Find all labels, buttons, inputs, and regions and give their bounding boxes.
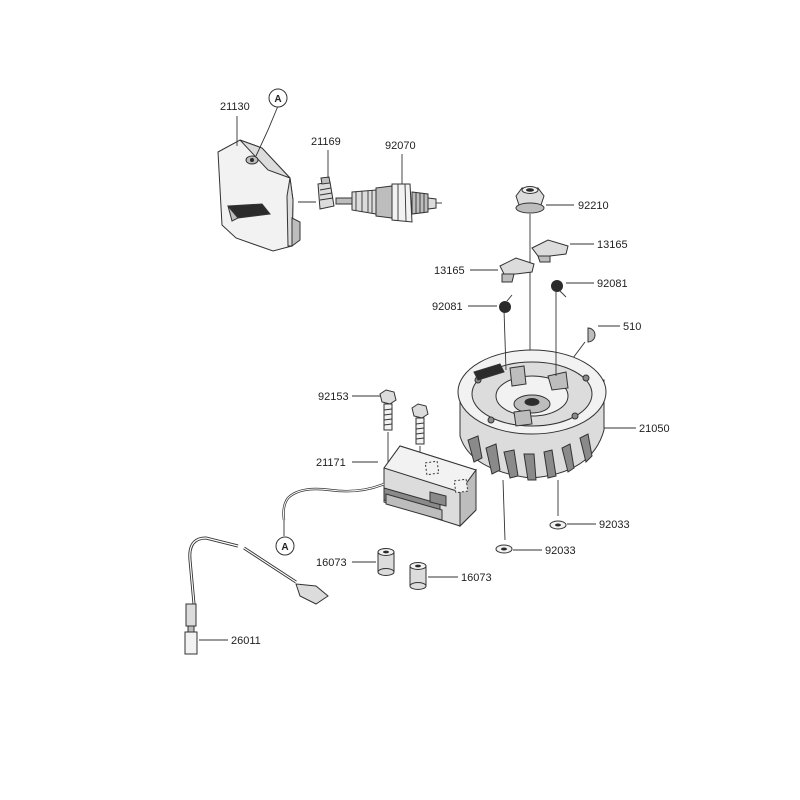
flywheel-21050[interactable] xyxy=(457,349,607,481)
part-label-21050: 21050 xyxy=(639,423,670,435)
spacer-16073-right[interactable] xyxy=(409,562,427,590)
pawl-spring-92081-left[interactable] xyxy=(499,294,513,313)
ignition-cover-21130[interactable] xyxy=(217,139,301,252)
pawl-13165-left[interactable] xyxy=(499,257,535,283)
part-label-21130: 21130 xyxy=(220,101,250,113)
callout-a-bottom: A xyxy=(275,536,295,556)
part-label-16073-right: 16073 xyxy=(461,572,492,584)
part-label-92033-left: 92033 xyxy=(545,545,576,557)
spacer-16073-left[interactable] xyxy=(377,548,395,576)
part-label-92153: 92153 xyxy=(318,391,349,403)
woodruff-key-510[interactable] xyxy=(587,327,596,343)
part-label-92070: 92070 xyxy=(385,140,416,152)
part-label-26011: 26011 xyxy=(231,635,261,647)
part-label-13165-right: 13165 xyxy=(597,239,628,251)
callout-a-top: A xyxy=(268,88,288,108)
spark-plug-cap-21169[interactable] xyxy=(317,176,335,210)
svg-text:A: A xyxy=(281,542,288,553)
part-label-92210: 92210 xyxy=(578,200,609,212)
part-label-21169: 21169 xyxy=(311,136,341,148)
stop-wire-26011[interactable] xyxy=(184,536,329,655)
high-tension-lead xyxy=(282,482,385,521)
part-label-92081-right: 92081 xyxy=(597,278,628,290)
part-label-510: 510 xyxy=(623,321,641,333)
circlip-92033-right[interactable] xyxy=(549,520,567,530)
ignition-coil-21171[interactable] xyxy=(383,445,477,528)
part-label-21171: 21171 xyxy=(316,457,346,469)
part-label-13165-left: 13165 xyxy=(434,265,465,277)
pawl-spring-92081-right[interactable] xyxy=(551,280,567,298)
spark-plug-92070[interactable] xyxy=(335,183,442,223)
part-label-92033-right: 92033 xyxy=(599,519,630,531)
bolt-92153-right[interactable] xyxy=(411,403,429,445)
pawl-13165-right[interactable] xyxy=(531,239,569,263)
part-label-16073-left: 16073 xyxy=(316,557,347,569)
bolt-92153-left[interactable] xyxy=(379,389,397,431)
part-label-92081-left: 92081 xyxy=(432,301,463,313)
svg-text:A: A xyxy=(274,94,281,105)
flywheel-nut-92210[interactable] xyxy=(515,186,545,214)
circlip-92033-left[interactable] xyxy=(495,544,513,554)
